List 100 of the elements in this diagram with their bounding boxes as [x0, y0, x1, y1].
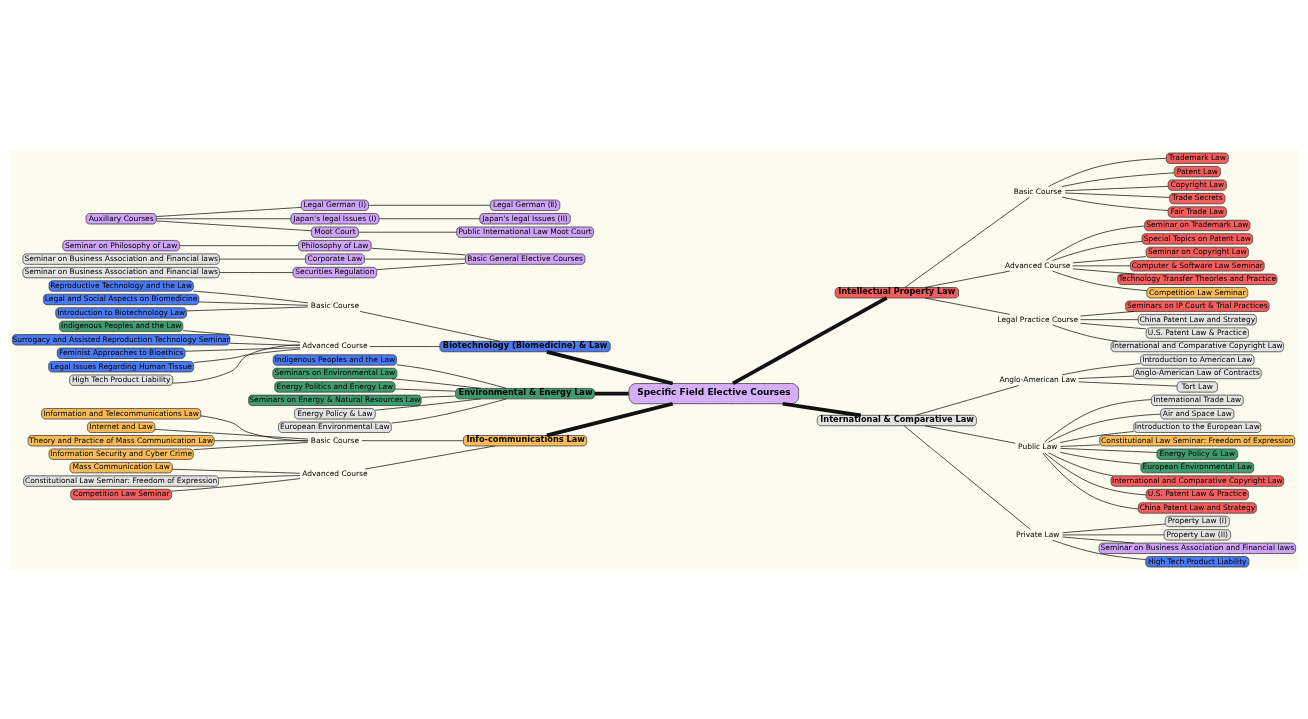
node-text: Private Law	[1016, 529, 1060, 539]
node-box: U.S. Patent Law & Practice	[1145, 327, 1249, 339]
node-box: Specific Field Elective Courses	[628, 382, 799, 404]
connector	[396, 363, 507, 389]
connector	[1052, 270, 1148, 291]
connector	[1042, 452, 1139, 509]
node-box: Japan's legal Issues (II)	[479, 212, 571, 224]
node-box: Theory and Practice of Mass Communication Law	[27, 434, 215, 446]
connector	[924, 297, 1011, 315]
connector	[156, 217, 292, 219]
connector	[1044, 398, 1152, 442]
node-box: Auxillary Courses	[85, 212, 157, 224]
node-text: Legal Practice Course	[997, 314, 1079, 324]
node-box: Seminar on Philosophy of Law	[62, 239, 180, 251]
connector	[1059, 451, 1142, 464]
connector	[193, 441, 309, 450]
connector	[219, 258, 306, 259]
connector	[904, 196, 1030, 288]
node-box: Mass Communication Law	[69, 461, 173, 473]
node-box: Energy Policy & Law	[1156, 448, 1239, 460]
connector	[369, 345, 441, 347]
node-box: Philosophy of Law	[298, 239, 372, 251]
connector	[376, 262, 466, 270]
node-box: Introduction to American Law	[1140, 353, 1255, 366]
connector	[1048, 157, 1167, 187]
connector	[924, 270, 1011, 288]
node-box: European Environmental Law	[278, 421, 392, 433]
node-box: Japan's legal Issues (I)	[290, 212, 380, 224]
connector	[364, 258, 466, 259]
connector	[1080, 322, 1147, 329]
connector	[1080, 310, 1135, 316]
connector	[1072, 264, 1131, 266]
node-box: International Trade Law	[1150, 394, 1244, 406]
node-box: Energy Politics and Energy Law	[274, 380, 396, 392]
connector	[171, 477, 301, 491]
node-box: Seminars on Environmental Law	[272, 367, 398, 379]
node-box: China Patent Law and Strategy	[1137, 501, 1257, 514]
connector	[1062, 536, 1135, 543]
node-box-text: Introduction to the European Law	[1133, 421, 1262, 433]
node-box: Seminar on Copyright Law	[1145, 246, 1249, 258]
node-box: Indigenous Peoples and the Law	[272, 353, 397, 366]
node-box: Competition Law Seminar	[70, 488, 172, 500]
node-box: Seminar on Trademark Law	[1144, 219, 1251, 231]
node-box: Seminars on Energy & Natural Resources Law	[248, 394, 422, 406]
node-text: Advanced Course	[302, 468, 368, 478]
node-box: Legal German (Ⅱ)	[489, 199, 561, 211]
connector	[1078, 375, 1134, 379]
node-box: Information Security and Cyber Crime	[48, 448, 194, 460]
connector	[364, 445, 496, 469]
node-box: European Environmental Law	[1140, 461, 1255, 473]
connector	[1052, 240, 1143, 261]
connector	[732, 295, 888, 385]
node-box: Moot Court	[310, 226, 359, 238]
connector	[1048, 451, 1114, 476]
connector	[391, 398, 507, 423]
node-box: Special Topics on Patent Law	[1141, 232, 1253, 245]
node-box: Trademark Law	[1165, 152, 1229, 164]
connector	[200, 414, 309, 441]
node-box: Air and Space Law	[1160, 407, 1235, 419]
node-box: Legal German (I)	[300, 199, 369, 211]
node-box: Patent Law	[1173, 165, 1221, 177]
node-text: Public Law	[1018, 441, 1058, 451]
connector	[924, 424, 1016, 444]
connector	[1052, 539, 1147, 560]
connector	[198, 301, 309, 306]
connector	[546, 349, 674, 385]
connector	[1060, 447, 1158, 453]
node-box: Copyright Law	[1167, 179, 1227, 191]
node-box: Competition Law Seminar	[1146, 286, 1249, 298]
connector	[193, 348, 301, 363]
node-box: International and Comparative Copyright Law	[1110, 340, 1284, 352]
connector	[214, 439, 309, 441]
node-box: Info-communications Law	[463, 434, 588, 446]
connector	[186, 306, 309, 311]
node-box-text: Technology Transfer Theories and Practice	[1117, 273, 1278, 285]
node-box: Property Law (I)	[1164, 515, 1230, 527]
connector	[359, 310, 500, 342]
connector	[374, 398, 482, 411]
node-box: Environmental & Energy Law	[455, 387, 595, 399]
connector	[1061, 172, 1175, 187]
connector	[193, 290, 309, 303]
node-text: Advanced Course	[302, 340, 368, 350]
node-box: Securities Regulation	[292, 266, 378, 278]
node-box: Intellectual Property Law	[834, 286, 959, 298]
node-text: Basic Course	[310, 435, 360, 445]
node-box: China Patent Law and Strategy	[1137, 313, 1257, 325]
connector	[1061, 196, 1169, 211]
connector	[1052, 324, 1118, 342]
node-box: Constitutional Law Seminar: Freedom of Expression	[23, 474, 220, 487]
connector	[1072, 267, 1135, 274]
connector	[1044, 452, 1147, 495]
node-box: Trade Secrets	[1169, 192, 1226, 204]
node-box: Indigenous Peoples and the Law	[59, 320, 184, 332]
connector	[391, 377, 482, 389]
node-box: Property Law (II)	[1163, 528, 1231, 540]
node-text: Basic Course	[1013, 186, 1062, 196]
node-box: Seminar on Business Association and Financial laws	[22, 253, 220, 265]
node-box: High Tech Product Liability	[69, 374, 174, 386]
connector	[1045, 225, 1145, 261]
node-box: Constitutional Law Seminar: Freedom of Expression	[1099, 434, 1296, 446]
